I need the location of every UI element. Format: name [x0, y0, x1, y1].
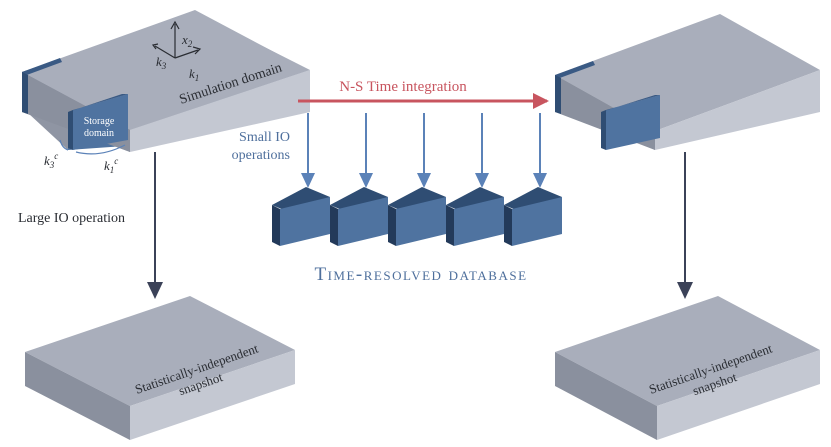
slab-front [130, 350, 295, 440]
ns-time-arrow-head [533, 93, 549, 109]
block-side [446, 205, 454, 246]
small-io-label-1: Small IO [239, 130, 290, 145]
storage-edge-top [555, 61, 595, 79]
slab-top [25, 296, 295, 406]
slab-front [657, 350, 820, 440]
large-io-arrowhead-left [147, 282, 163, 299]
slab-front [655, 70, 820, 150]
block-front [454, 197, 504, 246]
database-block-5 [504, 187, 562, 246]
k3c-label: k3c [44, 151, 58, 170]
small-io-arrowhead-3 [417, 173, 431, 188]
small-io-arrows [301, 113, 547, 188]
snapshot-slab-right [555, 296, 820, 440]
slab-top [555, 296, 820, 406]
axes-triad [151, 20, 202, 59]
axis-k1-head [192, 46, 202, 55]
block-side [330, 205, 338, 246]
axis-x2-label: x2 [181, 32, 193, 49]
slab-left [555, 352, 657, 440]
block-side [388, 205, 396, 246]
simulation-slab-right [555, 14, 820, 150]
large-io-label: Large IO operation [18, 211, 125, 226]
block-front [338, 197, 388, 246]
small-io-arrowhead-2 [359, 173, 373, 188]
block-front [512, 197, 562, 246]
storage-domain-label-1: Storage [84, 116, 115, 127]
block-front [280, 197, 330, 246]
small-io-arrowhead-1 [301, 173, 315, 188]
axis-x2-head [170, 20, 180, 30]
axis-k3-line [154, 45, 176, 59]
database-block-4 [446, 187, 504, 246]
slab-body-front [130, 70, 310, 152]
ns-time-integration-label: N-S Time integration [339, 79, 467, 95]
k1c-brace [75, 144, 126, 155]
storage-edge-side [555, 75, 561, 114]
storage-side-face [601, 110, 606, 150]
block-side [504, 205, 512, 246]
small-io-arrowhead-4 [475, 173, 489, 188]
small-io-label-2: operations [232, 148, 290, 163]
database-block-2 [330, 187, 388, 246]
axis-k1-label: k1 [189, 66, 199, 83]
block-front [396, 197, 446, 246]
storage-side-face [68, 110, 73, 150]
snapshot-slab-left [25, 296, 295, 440]
axis-k1-line [174, 49, 199, 59]
k1c-label: k1c [104, 156, 118, 175]
small-io-arrowhead-5 [533, 173, 547, 188]
time-resolved-database-label: Time-resolved database [314, 264, 527, 285]
block-side [272, 205, 280, 246]
database-block-3 [388, 187, 446, 246]
storage-edge-side [22, 72, 28, 114]
storage-edge-top [22, 58, 62, 76]
database-block-1 [272, 187, 330, 246]
axis-k3-label: k3 [156, 54, 167, 71]
simulation-slab-left-main [22, 12, 310, 152]
slab-top [555, 14, 820, 131]
axis-k3-head [151, 43, 159, 50]
slab-left [25, 352, 130, 440]
storage-domain-label-2: domain [84, 128, 114, 139]
slab-top [22, 12, 310, 130]
large-io-arrowhead-right [677, 282, 693, 299]
storage-domain-front [606, 95, 660, 150]
storage-domain-front [73, 94, 128, 150]
k3c-brace [59, 139, 69, 151]
